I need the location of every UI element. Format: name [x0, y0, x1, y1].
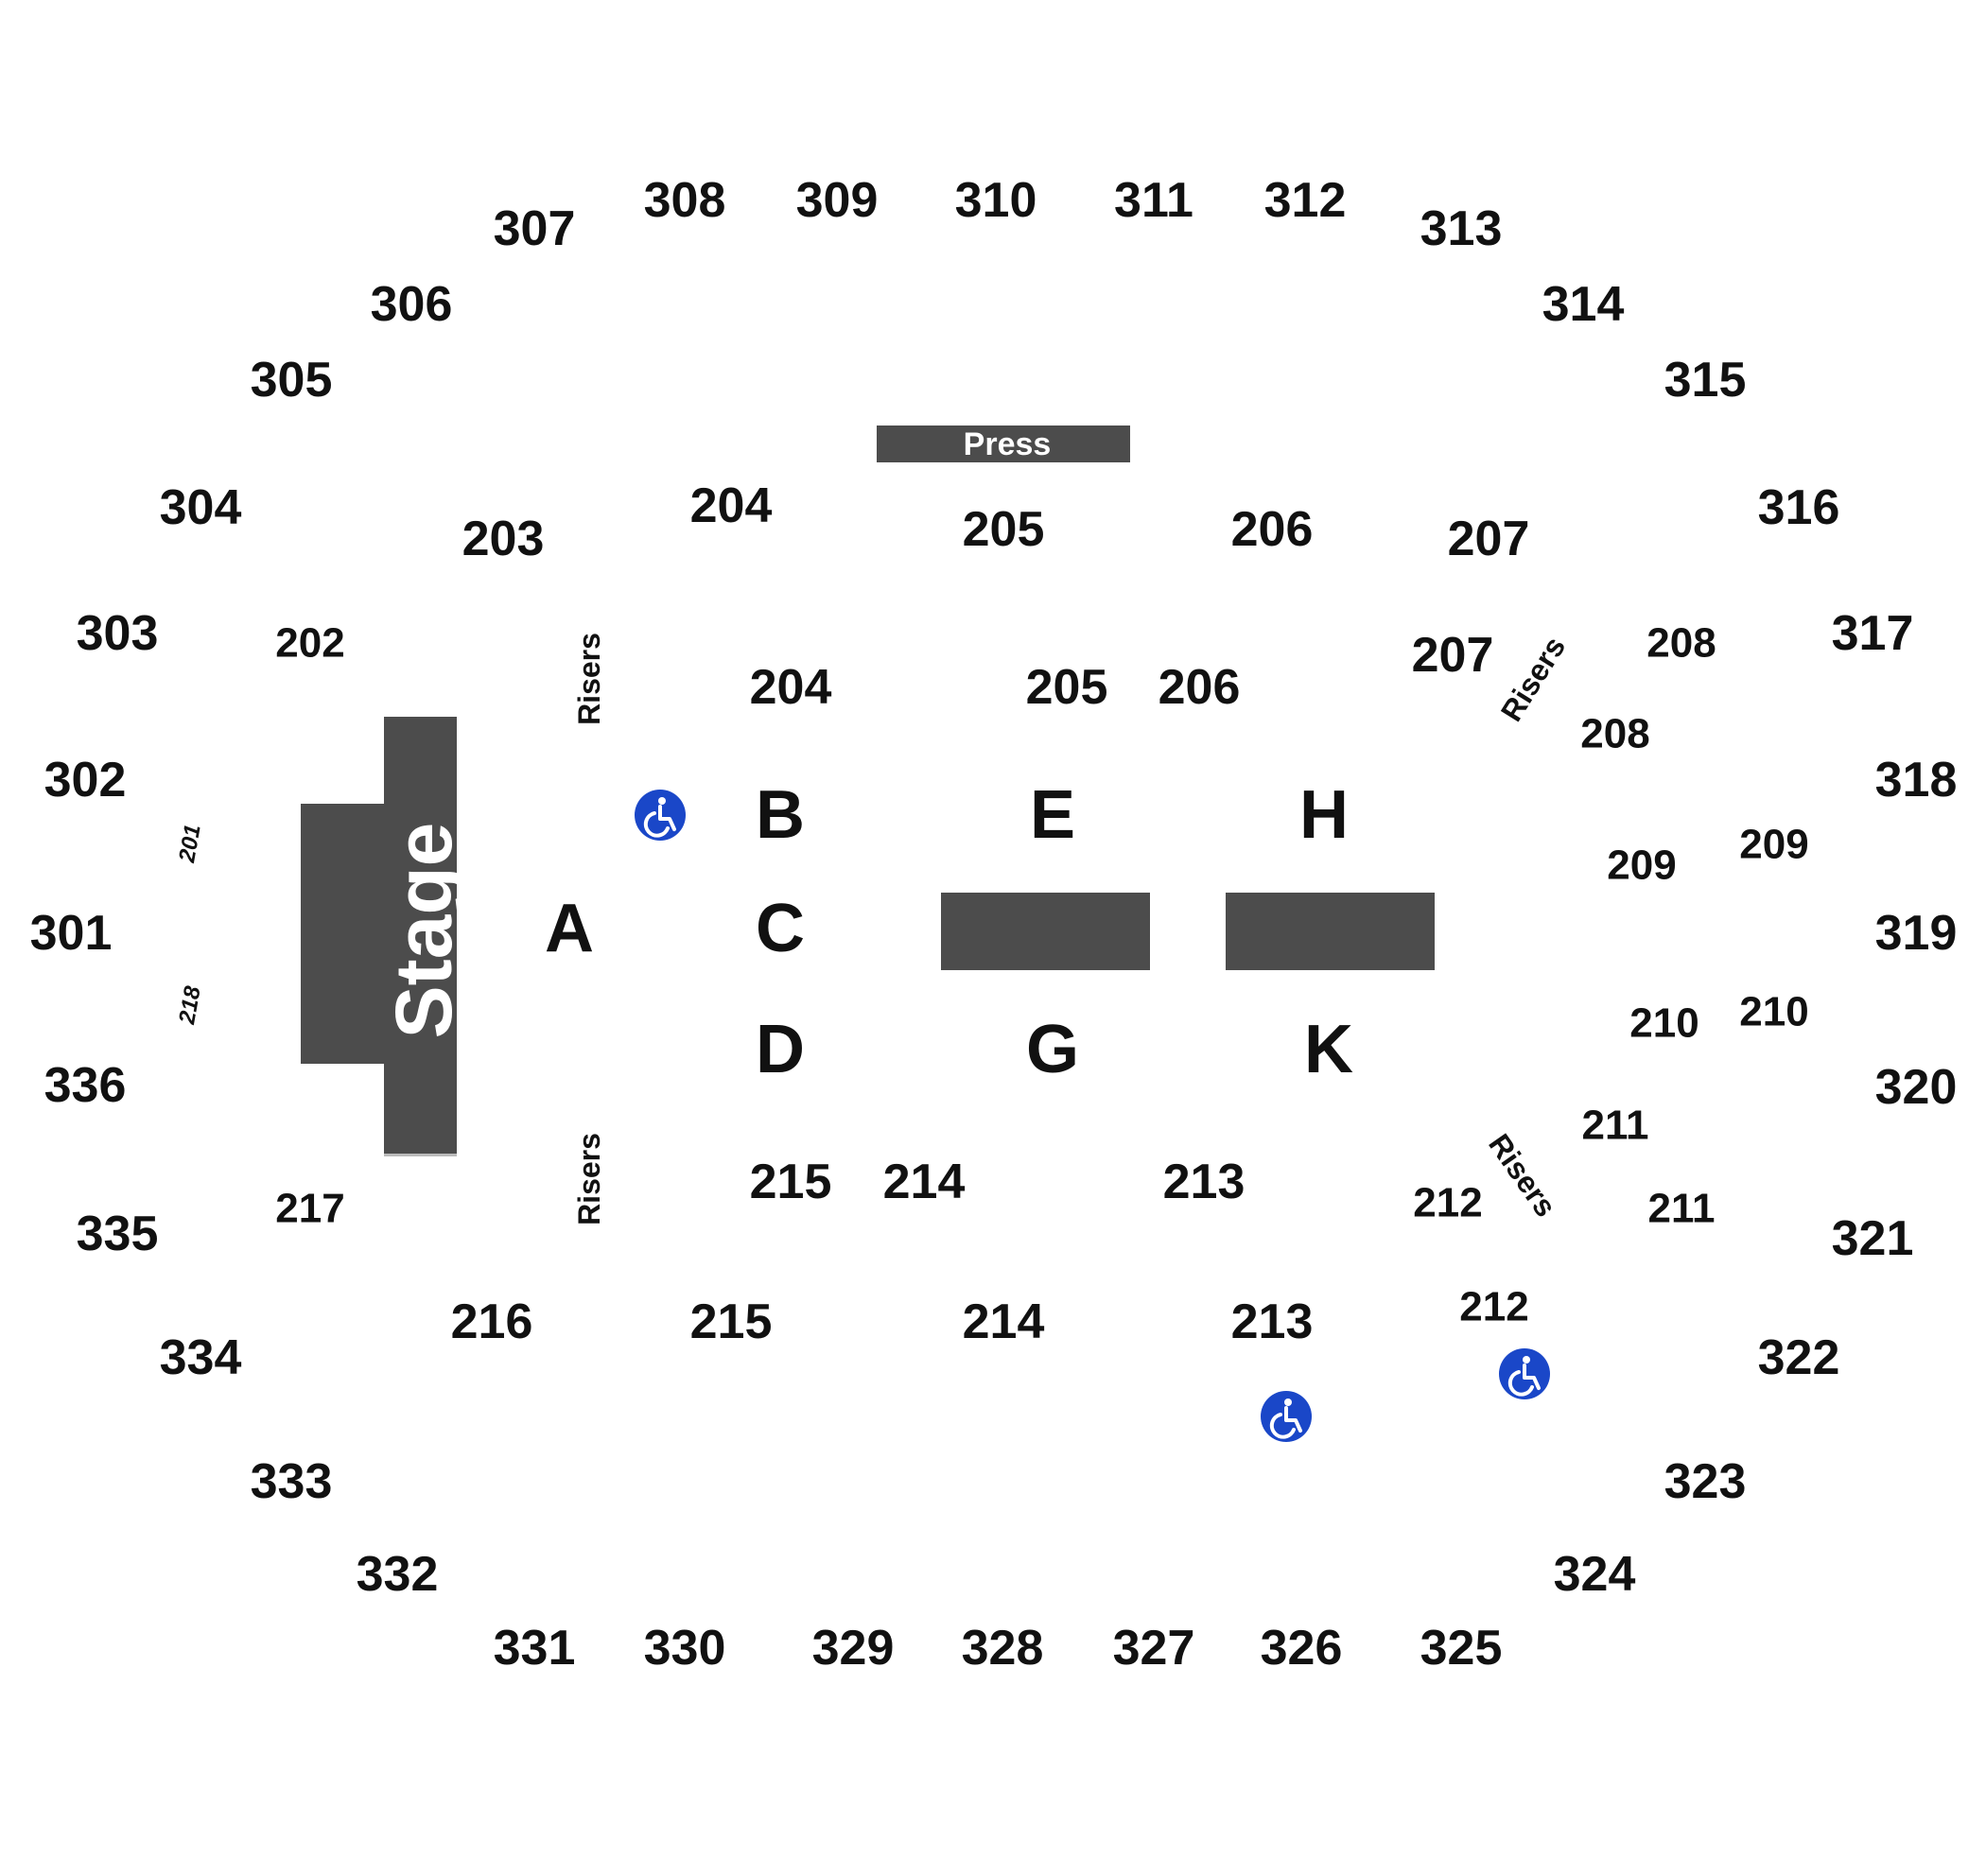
- section-204-upper[interactable]: 204: [690, 478, 773, 533]
- risers-label-top-left: Risers: [572, 633, 606, 725]
- section-333[interactable]: 333: [251, 1454, 333, 1509]
- section-323[interactable]: 323: [1664, 1454, 1747, 1509]
- section-204-lower[interactable]: 204: [750, 660, 832, 715]
- risers-label-top-right: Risers: [1494, 631, 1572, 727]
- floor-section-b[interactable]: B: [756, 777, 805, 853]
- floor-block-right: [1226, 893, 1435, 970]
- section-305[interactable]: 305: [251, 353, 333, 408]
- section-213-outer[interactable]: 213: [1231, 1294, 1314, 1349]
- section-306[interactable]: 306: [371, 277, 453, 332]
- section-215-inner[interactable]: 215: [750, 1155, 832, 1209]
- section-210-outer[interactable]: 210: [1739, 989, 1808, 1035]
- stage[interactable]: Stage: [301, 717, 468, 1156]
- section-203-upper[interactable]: 203: [462, 512, 545, 566]
- floor-section-e[interactable]: E: [1030, 777, 1075, 853]
- section-310[interactable]: 310: [955, 173, 1037, 228]
- section-322[interactable]: 322: [1758, 1330, 1840, 1385]
- section-319[interactable]: 319: [1875, 906, 1958, 961]
- section-212-inner[interactable]: 212: [1413, 1180, 1482, 1226]
- section-211-outer[interactable]: 211: [1648, 1186, 1716, 1232]
- section-212-outer[interactable]: 212: [1459, 1284, 1528, 1330]
- section-303[interactable]: 303: [77, 606, 159, 661]
- section-331[interactable]: 331: [494, 1621, 576, 1676]
- floor-block-left: [941, 893, 1150, 970]
- upper-level-sections: 301 302 303 304 305 306 307 308 309 310 …: [30, 173, 1958, 1676]
- accessible-seating-icon: [1259, 1389, 1314, 1444]
- risers-label-bottom-left: Risers: [572, 1133, 606, 1225]
- section-217[interactable]: 217: [275, 1186, 344, 1232]
- section-315[interactable]: 315: [1664, 353, 1747, 408]
- section-334[interactable]: 334: [160, 1330, 242, 1385]
- section-205-lower[interactable]: 205: [1026, 660, 1108, 715]
- section-206-upper[interactable]: 206: [1231, 502, 1314, 557]
- floor-section-a[interactable]: A: [545, 891, 594, 966]
- section-336[interactable]: 336: [44, 1058, 127, 1113]
- press-label: Press: [964, 426, 1052, 462]
- section-301[interactable]: 301: [30, 906, 113, 961]
- lower-level-sections: 201 202 203 204 204 205 205 206 206 207 …: [174, 478, 1809, 1349]
- section-211-inner[interactable]: 211: [1582, 1103, 1649, 1149]
- section-216[interactable]: 216: [451, 1294, 533, 1349]
- section-302[interactable]: 302: [44, 753, 127, 808]
- risers-label-bottom-right: Risers: [1482, 1128, 1563, 1224]
- section-316[interactable]: 316: [1758, 480, 1840, 535]
- section-327[interactable]: 327: [1113, 1621, 1195, 1676]
- section-307[interactable]: 307: [494, 201, 576, 256]
- section-317[interactable]: 317: [1832, 606, 1914, 661]
- section-328[interactable]: 328: [962, 1621, 1044, 1676]
- section-313[interactable]: 313: [1420, 201, 1503, 256]
- section-304[interactable]: 304: [160, 480, 242, 535]
- floor-section-k[interactable]: K: [1304, 1012, 1353, 1087]
- section-312[interactable]: 312: [1264, 173, 1347, 228]
- section-330[interactable]: 330: [644, 1621, 726, 1676]
- section-218[interactable]: 218: [174, 983, 206, 1027]
- section-213-inner[interactable]: 213: [1163, 1155, 1246, 1209]
- section-332[interactable]: 332: [357, 1547, 439, 1602]
- section-309[interactable]: 309: [796, 173, 879, 228]
- section-326[interactable]: 326: [1261, 1621, 1343, 1676]
- section-311[interactable]: 311: [1114, 173, 1193, 228]
- section-202[interactable]: 202: [275, 620, 344, 667]
- floor-section-h[interactable]: H: [1299, 777, 1349, 853]
- floor-section-g[interactable]: G: [1026, 1012, 1079, 1087]
- section-208-upper[interactable]: 208: [1646, 620, 1716, 667]
- section-207-upper[interactable]: 207: [1448, 512, 1530, 566]
- section-335[interactable]: 335: [77, 1207, 159, 1261]
- section-324[interactable]: 324: [1554, 1547, 1636, 1602]
- section-321[interactable]: 321: [1832, 1211, 1914, 1266]
- accessible-seating-icon: [633, 788, 688, 842]
- section-320[interactable]: 320: [1875, 1060, 1958, 1115]
- section-314[interactable]: 314: [1542, 277, 1625, 332]
- section-208-lower[interactable]: 208: [1580, 711, 1649, 757]
- press-box[interactable]: Press: [877, 426, 1130, 462]
- section-215-outer[interactable]: 215: [690, 1294, 773, 1349]
- section-207-lower[interactable]: 207: [1412, 628, 1494, 683]
- section-325[interactable]: 325: [1420, 1621, 1503, 1676]
- section-210-inner[interactable]: 210: [1629, 1000, 1699, 1047]
- section-209-inner[interactable]: 209: [1607, 842, 1676, 889]
- section-214-inner[interactable]: 214: [883, 1155, 966, 1209]
- section-329[interactable]: 329: [812, 1621, 895, 1676]
- section-205-upper[interactable]: 205: [963, 502, 1045, 557]
- section-214-outer[interactable]: 214: [963, 1294, 1045, 1349]
- stage-label: Stage: [379, 823, 468, 1039]
- floor-section-d[interactable]: D: [756, 1012, 805, 1087]
- section-308[interactable]: 308: [644, 173, 726, 228]
- section-201[interactable]: 201: [174, 823, 206, 865]
- accessible-seating-icon: [1497, 1346, 1552, 1401]
- floor-section-c[interactable]: C: [756, 891, 805, 966]
- section-318[interactable]: 318: [1875, 753, 1958, 808]
- section-209-outer[interactable]: 209: [1739, 822, 1808, 868]
- section-206-lower[interactable]: 206: [1158, 660, 1241, 715]
